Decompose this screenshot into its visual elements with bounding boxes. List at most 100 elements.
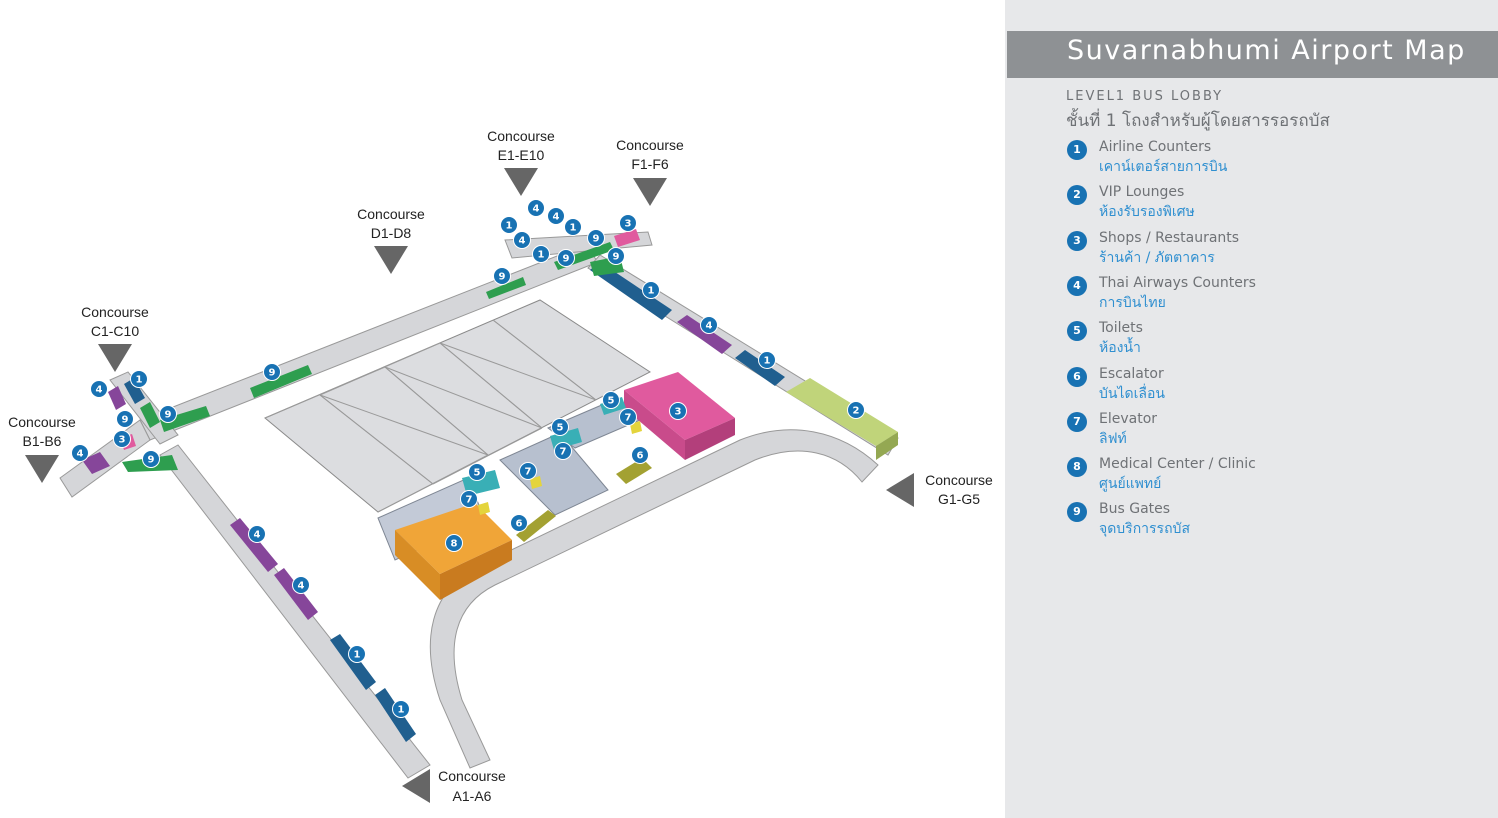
- concourse-f-label: Concourse: [616, 137, 684, 153]
- concourse-f-arrow: [633, 178, 667, 206]
- map-marker-number: 1: [570, 223, 577, 234]
- concourse-c-arrow: [98, 344, 132, 372]
- map-marker-number: 2: [853, 406, 860, 417]
- map-marker-circle: [468, 463, 486, 481]
- concourse-f-range: F1-F6: [631, 156, 669, 172]
- map-marker-circle: [500, 216, 518, 234]
- map-marker-number: 8: [451, 539, 458, 550]
- map-marker: 4: [71, 444, 89, 462]
- map-marker-circle: [493, 267, 511, 285]
- map-marker-number: 1: [764, 356, 771, 367]
- map-marker-number: 7: [466, 495, 473, 506]
- map-marker-number: 4: [553, 212, 560, 223]
- map-marker-circle: [551, 418, 569, 436]
- map-marker-number: 1: [538, 250, 545, 261]
- legend-label-english: Thai Airways Counters: [1099, 274, 1256, 291]
- concourse-b-range: B1-B6: [23, 433, 62, 449]
- map-marker: 4: [248, 525, 266, 543]
- legend-number-badge: 1: [1067, 140, 1087, 160]
- map-marker: 9: [116, 410, 134, 428]
- map-marker-circle: [130, 370, 148, 388]
- vip-lounge-block: [786, 378, 898, 446]
- map-marker-number: 1: [648, 286, 655, 297]
- airport-map: Concourse E1-E10 Concourse F1-F6 Concour…: [8, 128, 993, 804]
- concourse-a-label: Concourse: [438, 768, 506, 784]
- map-marker-circle: [602, 391, 620, 409]
- concourse-d-label: Concourse: [357, 206, 425, 222]
- map-marker: 1: [500, 216, 518, 234]
- map-marker: 1: [564, 218, 582, 236]
- legend-number-badge: 2: [1067, 185, 1087, 206]
- map-marker-number: 3: [675, 407, 682, 418]
- legend-number-badge: 8: [1067, 457, 1087, 478]
- map-marker-circle: [700, 316, 718, 334]
- map-marker-number: 4: [96, 385, 103, 396]
- map-marker: 5: [551, 418, 569, 436]
- map-marker: 3: [619, 214, 637, 232]
- map-marker: 1: [130, 370, 148, 388]
- map-marker: 4: [90, 380, 108, 398]
- map-marker-circle: [348, 645, 366, 663]
- map-marker-number: 9: [122, 415, 129, 426]
- map-marker: 3: [669, 402, 687, 420]
- concourse-g-range: G1-G5: [938, 491, 980, 507]
- map-marker: 5: [468, 463, 486, 481]
- map-marker-circle: [445, 534, 463, 552]
- map-marker-number: 9: [563, 254, 570, 265]
- legend-number-badge: 5: [1067, 321, 1087, 342]
- elevator-blocks: [478, 421, 642, 515]
- map-marker-circle: [619, 214, 637, 232]
- map-marker-circle: [669, 402, 687, 420]
- curved-road: [429, 429, 879, 769]
- map-marker-number: 9: [165, 410, 172, 421]
- escalator-block-left: [516, 510, 556, 542]
- level-label: LEVEL1 BUS LOBBY: [1066, 89, 1224, 104]
- map-marker-number: 9: [148, 455, 155, 466]
- map-marker-circle: [513, 231, 531, 249]
- map-marker-circle: [519, 462, 537, 480]
- legend-label-thai: ลิฟท์: [1099, 430, 1127, 447]
- map-marker: 4: [700, 316, 718, 334]
- concourse-b-label: Concourse: [8, 414, 76, 430]
- concourse-c-range: C1-C10: [91, 323, 139, 339]
- map-marker: 7: [460, 490, 478, 508]
- map-marker: 1: [758, 351, 776, 369]
- legend-panel: Suvarnabhumi Airport Map LEVEL1 BUS LOBB…: [1005, 0, 1498, 818]
- map-marker-circle: [159, 405, 177, 423]
- map-marker: 7: [519, 462, 537, 480]
- map-marker: 8: [445, 534, 463, 552]
- map-marker: 4: [513, 231, 531, 249]
- map-marker-circle: [547, 207, 565, 225]
- map-marker-number: 7: [560, 447, 567, 458]
- legend-label-english: VIP Lounges: [1099, 184, 1185, 201]
- central-hall-floor: [264, 299, 651, 513]
- map-marker-number: 1: [136, 375, 143, 386]
- map-marker-number: 6: [516, 519, 523, 530]
- map-marker-circle: [460, 490, 478, 508]
- map-marker-number: 4: [254, 530, 261, 541]
- map-marker-number: 3: [625, 219, 632, 230]
- map-marker: 7: [619, 408, 637, 426]
- legend-label-thai: จุดบริการรถบัส: [1099, 521, 1190, 538]
- map-marker-number: 4: [298, 581, 305, 592]
- legend-label-english: Toilets: [1099, 320, 1143, 337]
- map-marker-number: 5: [608, 396, 615, 407]
- legend-label-english: Elevator: [1099, 410, 1158, 427]
- map-marker-circle: [116, 410, 134, 428]
- map-marker: 3: [113, 430, 131, 448]
- map-marker-number: 4: [706, 321, 713, 332]
- map-marker: 4: [527, 199, 545, 217]
- map-marker-circle: [527, 199, 545, 217]
- map-marker: 9: [607, 247, 625, 265]
- map-marker-number: 4: [519, 236, 526, 247]
- map-marker: 7: [554, 442, 572, 460]
- map-marker-circle: [557, 249, 575, 267]
- concourse-g-label: Concourse: [925, 472, 993, 488]
- map-marker-number: 4: [533, 204, 540, 215]
- legend-label-thai: ร้านค้า / ภัตตาคาร: [1099, 249, 1215, 266]
